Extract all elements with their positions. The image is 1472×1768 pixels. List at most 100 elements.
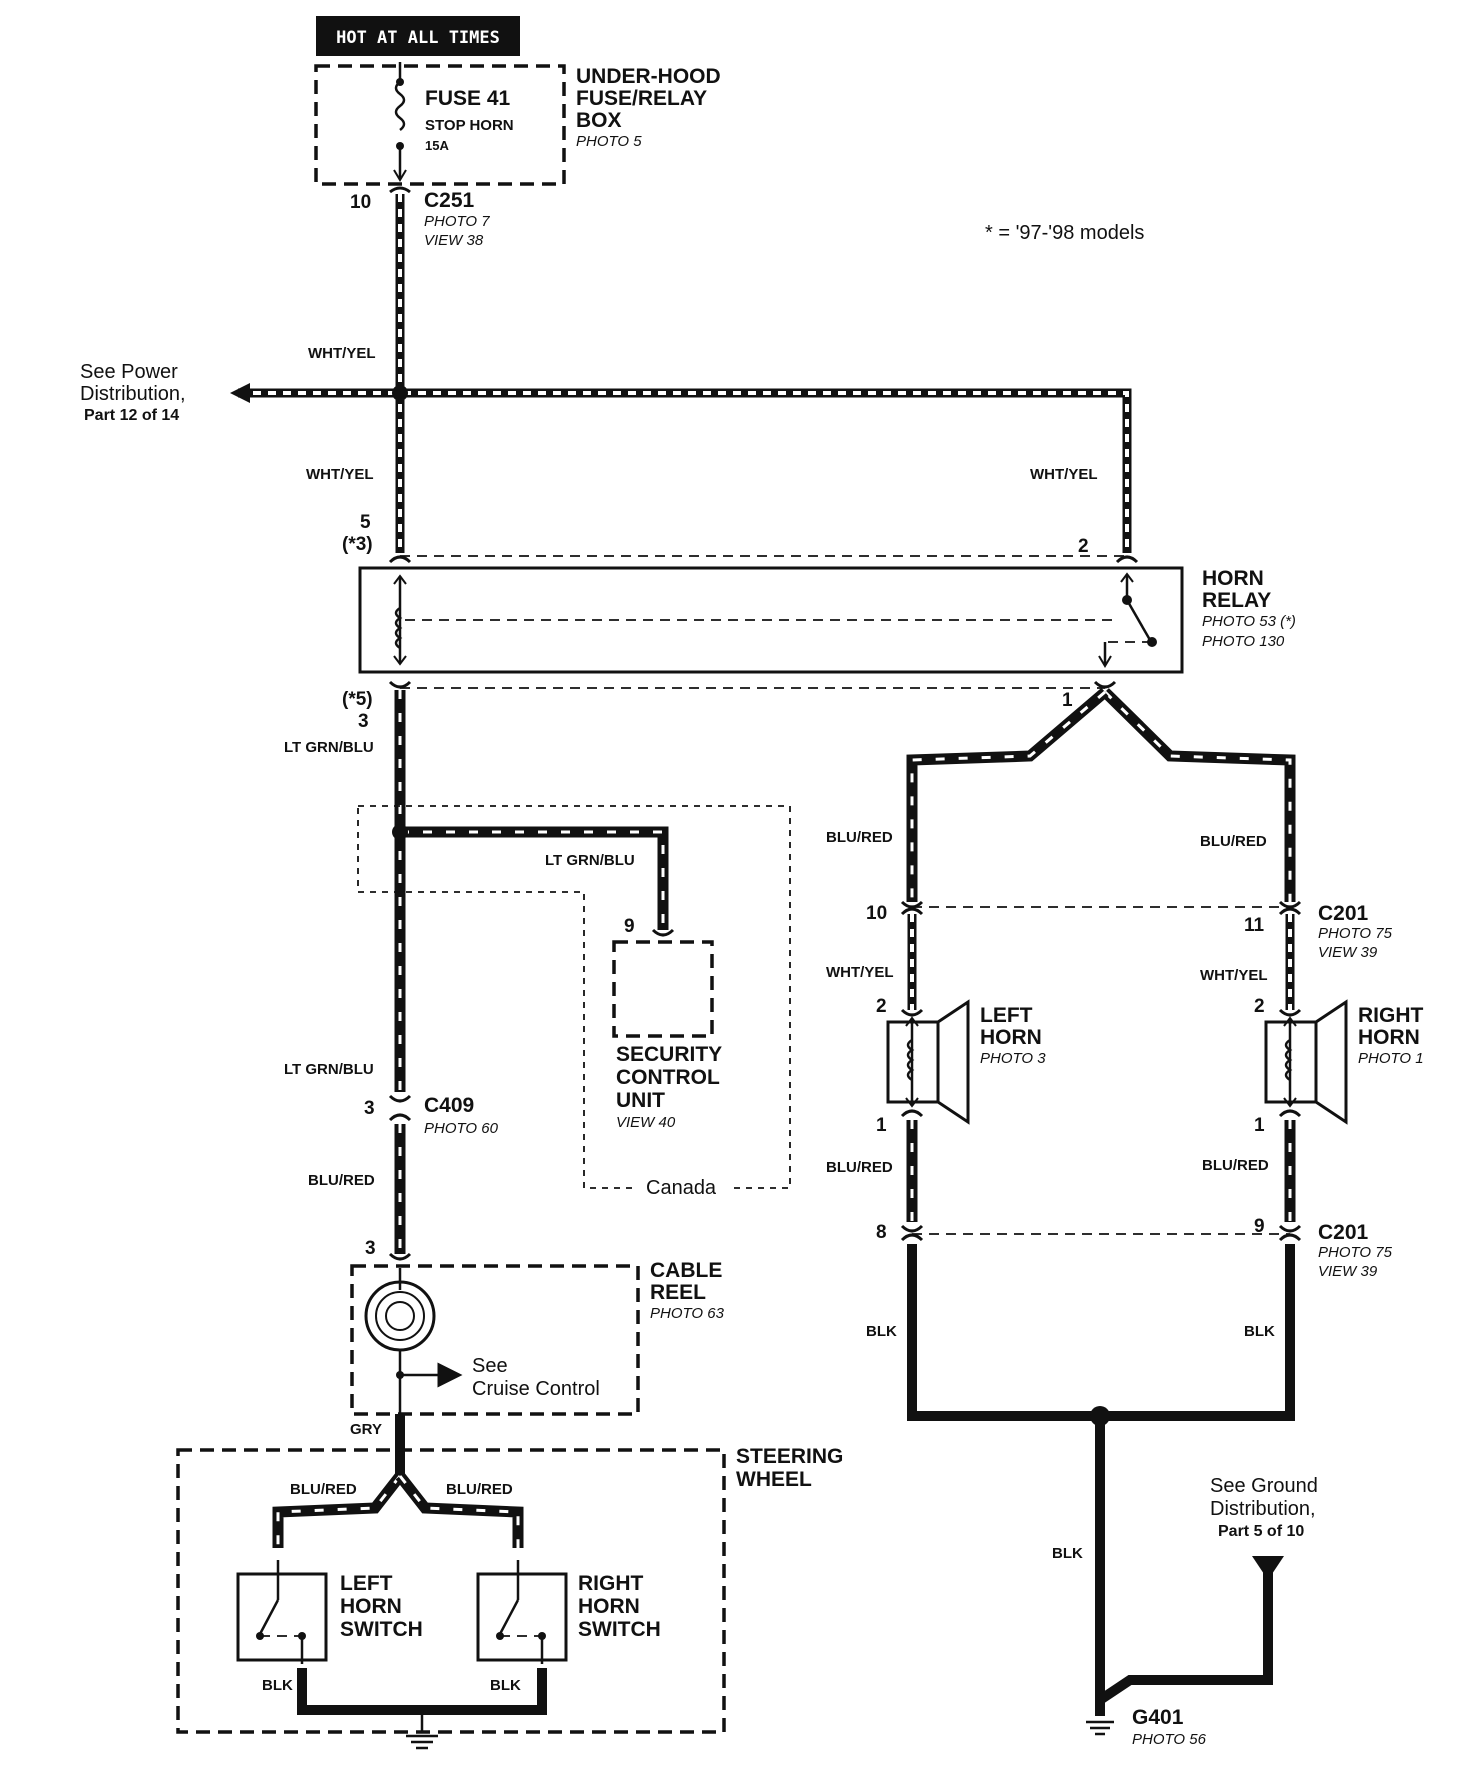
right-horn-photo: PHOTO 1 bbox=[1358, 1050, 1424, 1067]
left-horn-speaker-icon bbox=[937, 999, 970, 1125]
wire-label-gry: GRY bbox=[350, 1421, 382, 1438]
right-horn-title-1: RIGHT bbox=[1358, 1004, 1424, 1027]
horn-relay: HORN RELAY PHOTO 53 (*) PHOTO 130 5 (*3)… bbox=[342, 512, 1296, 732]
power-ref-line1: See Power bbox=[80, 361, 178, 383]
c201-upper-photo: PHOTO 75 bbox=[1318, 925, 1393, 942]
wire-label-blu-red-1: BLU/RED bbox=[308, 1172, 375, 1189]
cruise-ref-line1: See bbox=[472, 1355, 508, 1377]
left-horn-switch bbox=[236, 1560, 328, 1664]
c409-name: C409 bbox=[424, 1094, 474, 1117]
wire-label-wht-yel-left-horn: WHT/YEL bbox=[826, 964, 894, 981]
models-note: * = '97-'98 models bbox=[985, 222, 1144, 244]
left-horn-photo: PHOTO 3 bbox=[980, 1050, 1046, 1067]
right-horn-switch bbox=[476, 1560, 568, 1664]
relay-pin-1: 1 bbox=[1062, 690, 1073, 711]
wire-label-blu-red-left-horn-up: BLU/RED bbox=[826, 829, 893, 846]
wire-label-blk-sw-left: BLK bbox=[262, 1677, 293, 1694]
cable-reel-title-1: CABLE bbox=[650, 1259, 722, 1282]
c251-pin: 10 bbox=[350, 192, 371, 213]
relay-pin-2: 2 bbox=[1078, 536, 1089, 557]
left-horn-switch-icon bbox=[258, 1599, 280, 1635]
splice-point-security bbox=[392, 824, 408, 840]
wire-label-lt-grn-blu-2: LT GRN/BLU bbox=[545, 852, 635, 869]
right-horn-title-2: HORN bbox=[1358, 1026, 1420, 1049]
connector-c251: 10 C251 PHOTO 7 VIEW 38 bbox=[350, 186, 490, 249]
wire-blu-red-horns-lower bbox=[900, 1109, 1302, 1222]
wire-wht-yel-horns bbox=[900, 914, 1302, 1017]
g401-photo: PHOTO 56 bbox=[1132, 1731, 1207, 1748]
c409-photo: PHOTO 60 bbox=[424, 1120, 499, 1137]
horn-relay-photo-2: PHOTO 130 bbox=[1202, 633, 1285, 650]
c251-view: VIEW 38 bbox=[424, 232, 484, 249]
fuse-box-title-1: UNDER-HOOD bbox=[576, 65, 721, 88]
right-switch-label-2: HORN bbox=[578, 1595, 640, 1618]
fuse-symbol-icon bbox=[394, 81, 406, 131]
c201-lower-view: VIEW 39 bbox=[1318, 1263, 1378, 1280]
wire-lt-grn-blu bbox=[392, 690, 669, 1092]
right-horn-switch-icon bbox=[498, 1599, 520, 1635]
power-ref-line3: Part 12 of 14 bbox=[84, 407, 179, 424]
connector-c201-lower: 8 9 C201 PHOTO 75 VIEW 39 bbox=[876, 1216, 1393, 1280]
ground-distribution-ref: See Ground Distribution, Part 5 of 10 bbox=[1210, 1475, 1318, 1540]
wire-label-blu-red-right-horn-up: BLU/RED bbox=[1200, 833, 1267, 850]
splice-point bbox=[392, 385, 408, 401]
c201-upper-pin-11: 11 bbox=[1244, 915, 1265, 936]
wire-label-blu-red-sw-right: BLU/RED bbox=[446, 1481, 513, 1498]
right-horn-speaker-icon bbox=[1315, 999, 1348, 1125]
right-switch-label-3: SWITCH bbox=[578, 1618, 661, 1641]
horn-relay-title-2: RELAY bbox=[1202, 589, 1271, 612]
right-horn-pin-1: 1 bbox=[1254, 1115, 1265, 1136]
relay-switch-icon bbox=[1125, 599, 1152, 641]
wire-blk-switches bbox=[297, 1668, 547, 1715]
header-title: HOT AT ALL TIMES bbox=[336, 28, 500, 48]
steering-ground-icon bbox=[406, 1734, 438, 1750]
horn-relay-photo-1: PHOTO 53 (*) bbox=[1202, 613, 1296, 630]
fuse-circuit: STOP HORN bbox=[425, 117, 514, 134]
wire-label-wht-yel-3: WHT/YEL bbox=[1030, 466, 1098, 483]
c201-upper-pin-10: 10 bbox=[866, 903, 887, 924]
fuse-box-photo: PHOTO 5 bbox=[576, 133, 642, 150]
power-ref-line2: Distribution, bbox=[80, 383, 186, 405]
wire-label-blk-left-horn: BLK bbox=[866, 1323, 897, 1340]
security-control-unit: 9 SECURITY CONTROL UNIT VIEW 40 Canada bbox=[357, 805, 791, 1200]
cable-reel: 3 See Cruise Control CABLE REEL PHOTO 63 bbox=[350, 1238, 725, 1416]
cable-reel-pin: 3 bbox=[365, 1238, 376, 1259]
connector-c409: 3 C409 PHOTO 60 bbox=[364, 1094, 499, 1137]
wire-label-blk-sw-right: BLK bbox=[490, 1677, 521, 1694]
ground-ref-line3: Part 5 of 10 bbox=[1218, 1523, 1304, 1540]
left-switch-label-2: HORN bbox=[340, 1595, 402, 1618]
relay-coil-icon bbox=[394, 606, 403, 650]
fuse-box-title-2: FUSE/RELAY bbox=[576, 87, 707, 110]
left-switch-label-1: LEFT bbox=[340, 1572, 393, 1595]
wire-label-blu-red-left-horn-low: BLU/RED bbox=[826, 1159, 893, 1176]
left-horn-title-1: LEFT bbox=[980, 1004, 1033, 1027]
left-horn: 2 1 LEFT HORN PHOTO 3 bbox=[876, 996, 1046, 1136]
power-arrow-icon bbox=[230, 383, 250, 403]
security-title-3: UNIT bbox=[616, 1089, 665, 1112]
left-switch-label-3: SWITCH bbox=[340, 1618, 423, 1641]
relay-pin-3-alt: (*5) bbox=[342, 689, 373, 710]
wire-label-lt-grn-blu-1: LT GRN/BLU bbox=[284, 739, 374, 756]
ground-distribution-arrow-icon bbox=[1252, 1556, 1284, 1580]
wire-label-wht-yel-2: WHT/YEL bbox=[306, 466, 374, 483]
c409-pin: 3 bbox=[364, 1098, 375, 1119]
wire-label-blk-ground: BLK bbox=[1052, 1545, 1083, 1562]
c251-photo: PHOTO 7 bbox=[424, 213, 490, 230]
wire-label-lt-grn-blu-3: LT GRN/BLU bbox=[284, 1061, 374, 1078]
security-view: VIEW 40 bbox=[616, 1114, 676, 1131]
ground-g401: G401 PHOTO 56 bbox=[1132, 1706, 1207, 1748]
c201-lower-name: C201 bbox=[1318, 1221, 1369, 1244]
wire-label-blu-red-right-horn-low: BLU/RED bbox=[1202, 1157, 1269, 1174]
ground-ref-line2: Distribution, bbox=[1210, 1498, 1316, 1520]
steering-wheel: BLU/RED BLU/RED LEFT HORN SWITCH RIGHT H… bbox=[176, 1445, 843, 1750]
c251-name: C251 bbox=[424, 189, 475, 212]
fuse-box-title-3: BOX bbox=[576, 109, 622, 132]
left-horn-pin-2: 2 bbox=[876, 996, 887, 1017]
cable-reel-photo: PHOTO 63 bbox=[650, 1305, 725, 1322]
right-horn-pin-2: 2 bbox=[1254, 996, 1265, 1017]
wire-label-wht-yel-right-horn: WHT/YEL bbox=[1200, 967, 1268, 984]
wire-blk-ground bbox=[907, 1244, 1295, 1736]
relay-pin-5: 5 bbox=[360, 512, 371, 533]
c201-lower-pin-9: 9 bbox=[1254, 1216, 1265, 1237]
